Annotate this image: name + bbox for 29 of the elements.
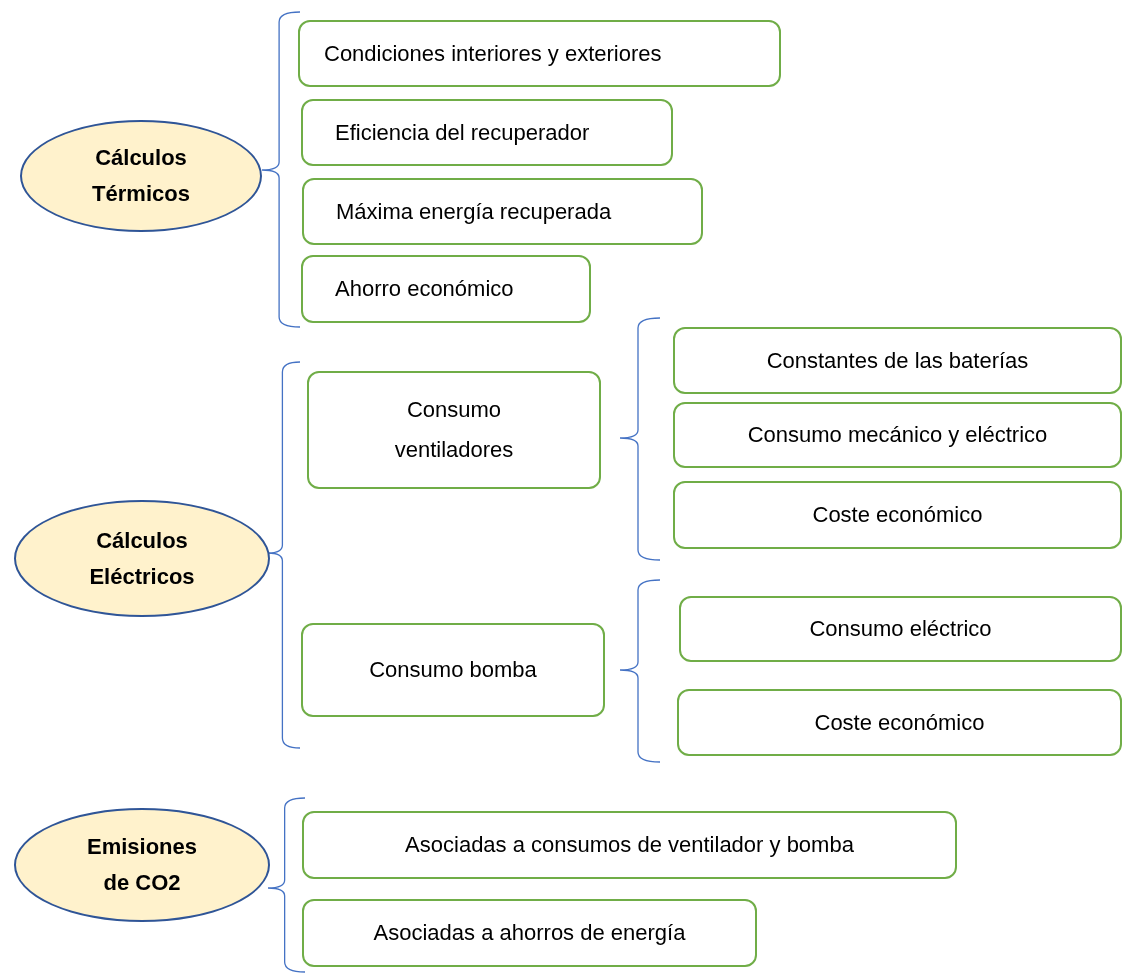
item-box (302, 811, 957, 879)
item-box (673, 481, 1122, 549)
item-box (673, 327, 1122, 394)
item-box (307, 371, 601, 489)
item-box (298, 20, 781, 87)
item-label: Eficiencia del recuperador (335, 118, 590, 147)
item-box (301, 99, 673, 166)
topic-label: Cálculos Eléctricos (88, 526, 196, 591)
item-label: Coste económico (814, 708, 985, 737)
item-box (673, 402, 1122, 468)
item-box (301, 255, 591, 323)
topic-label: Emisiones de CO2 (85, 833, 198, 897)
item-box (302, 899, 757, 967)
item-box (302, 178, 703, 245)
item-label: Coste económico (812, 501, 983, 529)
item-label: Condiciones interiores y exteriores (324, 39, 662, 68)
item-label: Asociadas a ahorros de energía (373, 919, 686, 947)
item-label: Consumo eléctrico (809, 615, 992, 643)
item-label: Asociadas a consumos de ventilador y bomba (405, 831, 854, 859)
item-box (679, 596, 1122, 662)
item-box (677, 689, 1122, 756)
item-label: Consumo ventiladores (393, 396, 515, 464)
item-label: Ahorro económico (335, 275, 514, 303)
item-box (301, 623, 605, 717)
item-label: Constantes de las baterías (766, 346, 1029, 375)
topic-label: Cálculos Térmicos (91, 144, 191, 208)
item-label: Consumo mecánico y eléctrico (747, 421, 1048, 449)
item-label: Consumo bomba (369, 656, 537, 684)
item-label: Máxima energía recuperada (336, 197, 612, 226)
